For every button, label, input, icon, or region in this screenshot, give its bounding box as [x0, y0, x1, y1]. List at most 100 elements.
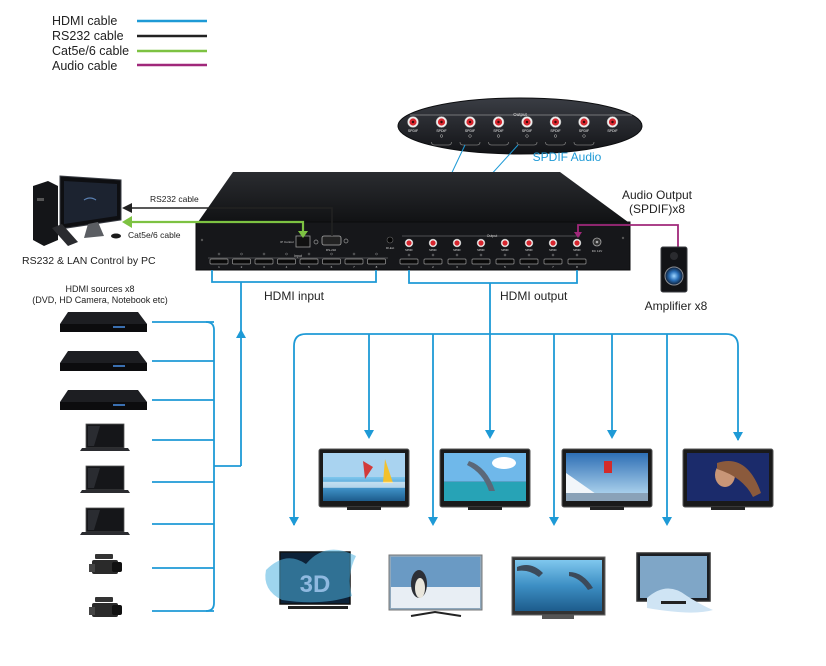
display-dolphin	[439, 448, 531, 510]
source-list	[60, 312, 214, 617]
dvd-player-display	[113, 365, 125, 367]
led-icon	[217, 252, 221, 256]
down-arrow-icon	[428, 517, 438, 526]
display-penguin	[388, 554, 483, 617]
legend-item-cat5: Cat5e/6 cable	[52, 44, 207, 58]
source-notebook	[80, 465, 214, 493]
hdmi-input-port: 7	[344, 252, 364, 269]
pc-monitor-screen	[64, 181, 117, 224]
hdmi-port-icon	[367, 258, 386, 265]
output-panel-label: Output	[487, 234, 498, 238]
notebook-screen-glare	[88, 468, 100, 488]
spdif-callout-port: SPDIF	[407, 116, 419, 133]
hdmi-input-label: HDMI input	[264, 289, 325, 303]
spdif-audio-label: SPDIF Audio	[533, 150, 602, 164]
ir-ext-label: IR-Ext	[386, 246, 395, 250]
audio-output-label-line1: Audio Output	[622, 188, 693, 202]
pc-keyboard-icon	[52, 224, 78, 246]
camcorder-icon	[92, 603, 118, 617]
spdif-port-icon	[406, 240, 412, 246]
input-panel-label: Input	[294, 254, 302, 258]
penguin-belly	[415, 578, 425, 598]
spdif-port-center	[554, 120, 557, 124]
hdmi-port-icon	[495, 258, 515, 265]
spdif-port-center	[440, 120, 443, 124]
spdif-callout-port: SPDIF	[573, 116, 595, 146]
spdif-port-label: SPDIF	[549, 248, 557, 252]
portrait-hair	[717, 461, 761, 497]
hdmi-port-edge	[545, 141, 566, 146]
pc-tower-icon	[33, 181, 58, 246]
legend-item-hdmi: HDMI cable	[52, 14, 207, 28]
led-icon	[527, 253, 531, 257]
led-icon	[307, 252, 311, 256]
spdif-callout-panel	[397, 97, 643, 155]
output-displays: 3D	[265, 333, 774, 619]
hdmi-output-ports: SPDIF1SPDIF2SPDIF3SPDIF4SPDIF5SPDIF6SPDI…	[399, 238, 587, 269]
led-icon	[240, 252, 243, 256]
dvd-player-top	[60, 351, 147, 363]
spdif-callout-port: SPDIF	[545, 116, 566, 146]
spdif-port-label: SPDIF	[436, 129, 446, 133]
spdif-port-label: SPDIF	[408, 129, 418, 133]
down-arrow-icon	[364, 430, 374, 439]
legend-item-rs232: RS232 cable	[52, 29, 207, 43]
led-icon	[455, 253, 459, 257]
hdmi-port-icon	[322, 258, 341, 265]
hdmi-port-number: 3	[263, 265, 265, 269]
hdmi-port-icon	[232, 258, 251, 265]
spdif-port-center	[611, 120, 614, 124]
camcorder-viewfinder	[89, 564, 95, 572]
hdmi-port-icon	[399, 258, 419, 265]
dolphin-icon	[569, 572, 593, 590]
spdif-port-center	[468, 120, 472, 124]
hdmi-port-icon	[423, 258, 443, 265]
hdmi-port-edge	[459, 141, 481, 146]
hdmi-port-number: 5	[504, 265, 506, 269]
display-3d-splash: 3D	[265, 549, 356, 609]
spdif-port-icon	[478, 240, 484, 246]
dvd-player-icon	[60, 324, 147, 332]
sources-label-line1: HDMI sources x8	[65, 284, 134, 294]
hdmi-port-icon	[344, 258, 364, 265]
sources-bus	[205, 321, 215, 612]
hdmi-port-number: 2	[241, 265, 243, 269]
hdmi-input-port: 2	[232, 252, 251, 269]
spdif-port-icon	[550, 240, 556, 246]
led-icon	[582, 134, 586, 138]
hdmi-port-edge	[431, 141, 452, 146]
spdif-port-center	[525, 120, 529, 124]
audio-arrow-icon	[574, 232, 582, 238]
ip-control-label: IP Control	[280, 240, 294, 244]
camcorder-handle	[95, 554, 113, 559]
source-dvd-player	[60, 312, 214, 332]
bottom-row-displays: 3D	[265, 549, 713, 619]
mount-hole	[200, 238, 204, 242]
control-pc: RS232 & LAN Control by PC	[22, 175, 156, 267]
spdif-callout-port: SPDIF	[459, 116, 481, 146]
hdmi-output-label: HDMI output	[500, 289, 568, 303]
cat5-cable-label: Cat5e/6 cable	[128, 230, 181, 240]
spdif-port-label: SPDIF	[607, 129, 617, 133]
pc-mouse-icon	[111, 233, 121, 239]
cat5-cable: Cat5e/6 cable	[122, 216, 308, 240]
hdmi-input-port: 6	[322, 252, 341, 269]
matrix-top-face	[198, 172, 628, 222]
pc-label: RS232 & LAN Control by PC	[22, 255, 156, 267]
camcorder-viewfinder	[89, 607, 95, 615]
led-icon	[330, 252, 333, 256]
led-icon	[375, 252, 378, 256]
led-icon	[439, 134, 444, 138]
led-icon	[352, 252, 356, 256]
rs232-cable: RS232 cable	[122, 194, 333, 236]
hdmi-input-port: 8	[367, 252, 386, 269]
spdif-port-icon	[454, 240, 460, 246]
sources-label-line2: (DVD, HD Camera, Notebook etc)	[32, 295, 168, 305]
hdmi-port-number: 5	[308, 265, 310, 269]
hdmi-port-number: 4	[480, 265, 482, 269]
dolphin-icon	[467, 461, 495, 491]
